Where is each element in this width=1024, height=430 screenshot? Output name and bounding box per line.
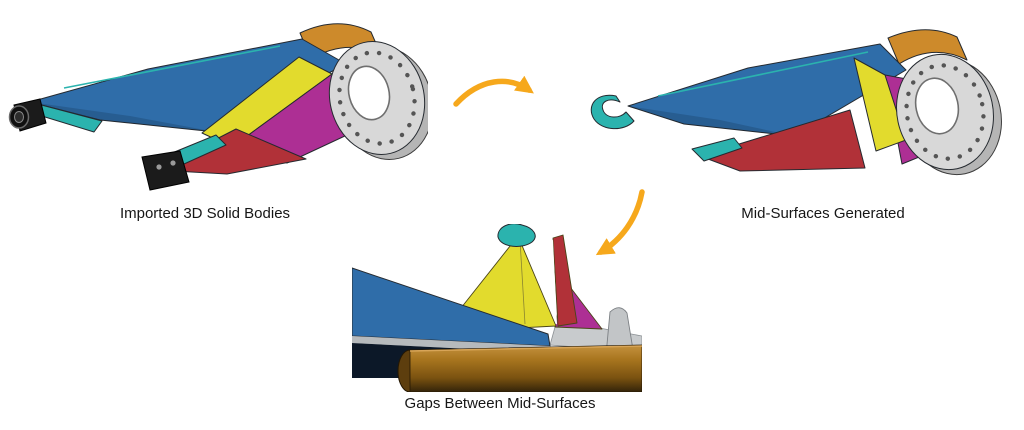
gaps-illustration: [352, 224, 642, 392]
bracket-bolt: [170, 160, 176, 166]
curved-arrow-right-icon: [453, 75, 534, 107]
bolt-hole-ring: [337, 50, 417, 146]
flange-bore: [914, 77, 960, 135]
mid-surfaces-illustration: [590, 29, 1002, 176]
bracket-body: [141, 150, 190, 191]
bracket-bolt: [156, 164, 162, 170]
teal-channel-tip: [590, 94, 635, 130]
red-web: [699, 109, 866, 172]
blue-skin: [627, 43, 907, 137]
mount-flange: [896, 53, 1002, 176]
shade-overlay: [628, 106, 794, 136]
solid-bodies-illustration: [8, 23, 428, 191]
rib-seam-line: [519, 239, 526, 325]
bolt-hole-ring: [904, 63, 986, 161]
wing-midsurface: [590, 43, 947, 172]
flange-bore: [347, 65, 391, 121]
orange-cylinder: [409, 344, 642, 392]
panel-mid-surfaces-generated: [588, 18, 1016, 203]
teal-edge-line: [657, 51, 869, 97]
caption-gaps-between-mid-surfaces: Gaps Between Mid-Surfaces: [404, 395, 596, 412]
red-web: [552, 234, 578, 327]
orange-cap: [887, 29, 968, 65]
lug-bore-inner: [14, 111, 24, 123]
shade-overlay: [30, 102, 216, 132]
panel-gaps-between-mid-surfaces: [352, 224, 642, 392]
cylinder-highlight: [409, 345, 642, 352]
teal-edge-line: [63, 45, 281, 89]
wing-body: [29, 38, 359, 175]
teal-mid-sliver: [691, 137, 743, 162]
clevis-bracket: [141, 150, 190, 191]
caption-mid-surfaces-generated: Mid-Surfaces Generated: [741, 205, 905, 222]
panel-imported-solid-bodies: [8, 6, 428, 204]
gap-sliver: [549, 240, 557, 325]
caption-imported-solid-bodies: Imported 3D Solid Bodies: [119, 205, 291, 222]
tip-lug: [8, 98, 47, 132]
mount-flange: [328, 41, 428, 160]
teal-cap-blob: [497, 224, 536, 247]
